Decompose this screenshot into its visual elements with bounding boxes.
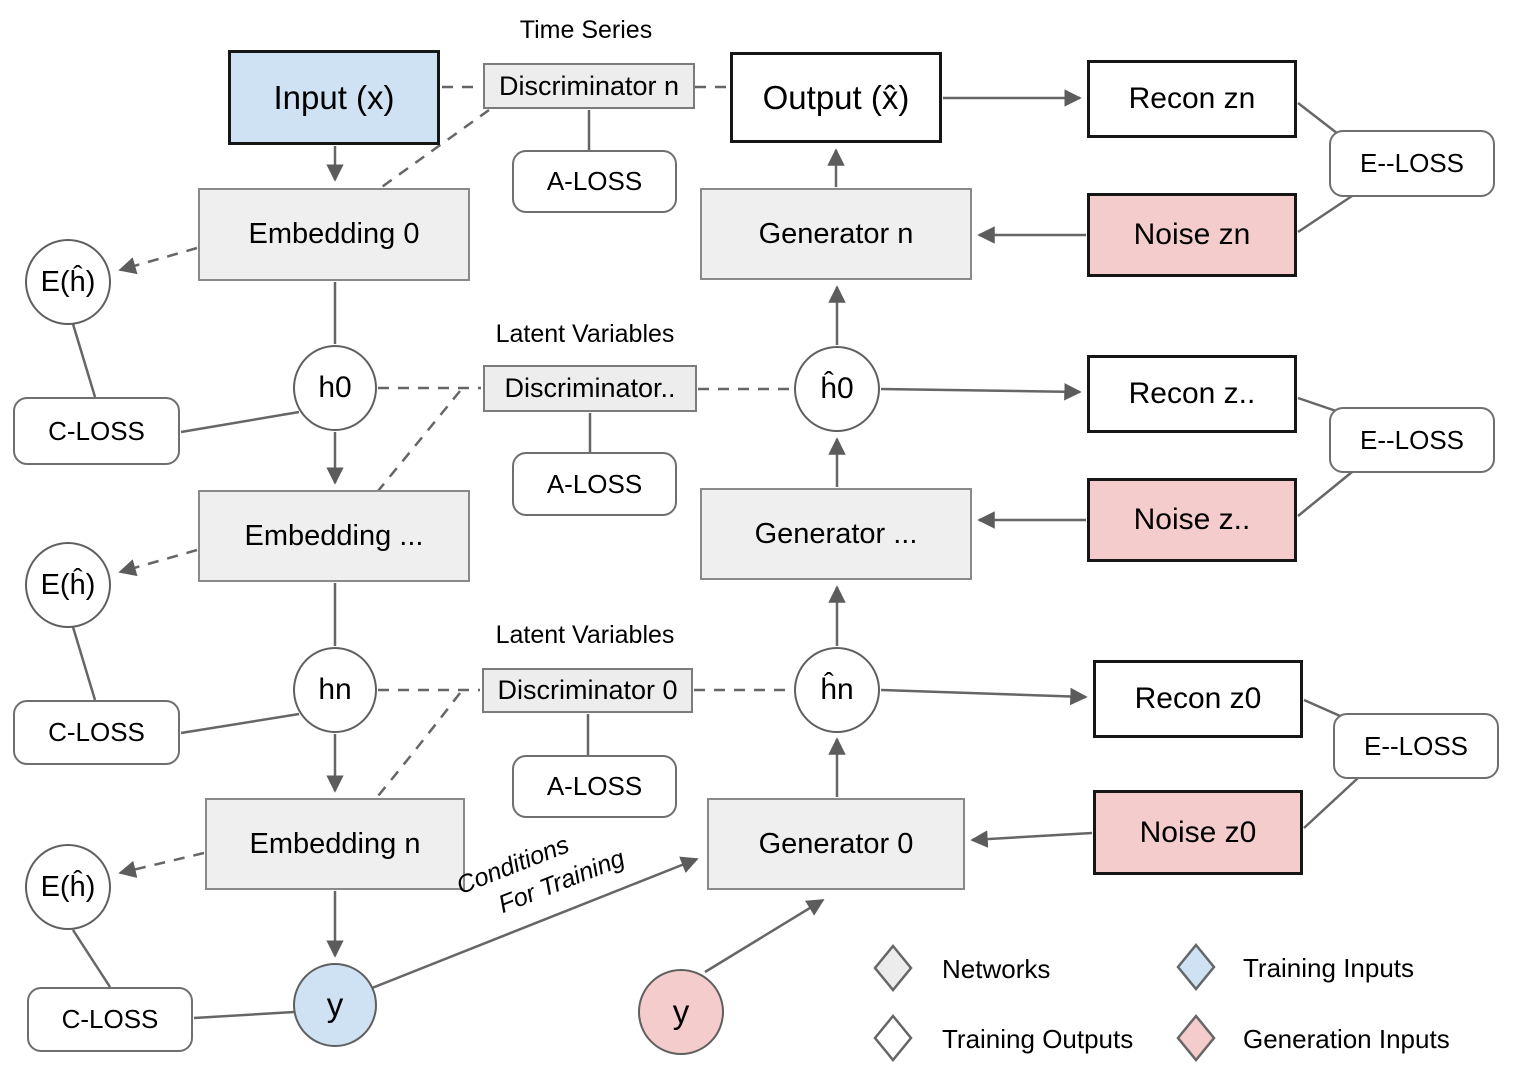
dashed-curve-disc-n-to-embedding0: [378, 108, 490, 191]
dashed-arrow-embedding-mid-to-eh: [118, 548, 198, 577]
h0-node: h0: [293, 345, 377, 431]
arrow-hhatn-to-recon-z0: [880, 687, 1088, 706]
link-eh-top-to-closs: [71, 323, 97, 398]
c-loss-top-node: C-LOSS: [13, 397, 180, 465]
legend-training-inputs-label: Training Inputs: [1243, 953, 1415, 983]
y-training-node: y: [293, 963, 377, 1047]
discriminator-mid-node: Discriminator..: [483, 365, 697, 412]
link-hn-to-closs: [180, 712, 300, 735]
embedding-n-node: Embedding n: [205, 798, 465, 890]
arrow-noise-z0-to-generator-0: [970, 830, 1093, 848]
output-node: Output (x̂): [730, 52, 942, 143]
recon-z-mid-node: Recon z..: [1087, 355, 1297, 433]
link-eh-bottom-to-closs: [71, 929, 112, 988]
link-noise-zmid-to-eloss: [1297, 471, 1353, 517]
expected-h-top-node: E(ĥ): [25, 239, 111, 325]
arrow-y-generation-to-generator-0: [704, 898, 825, 974]
arrow-y-training-to-generator-0: [371, 856, 699, 990]
a-loss-bottom-node: A-LOSS: [512, 755, 677, 818]
time-series-label: Time Series: [519, 16, 653, 44]
c-loss-bottom-node: C-LOSS: [27, 987, 193, 1052]
expected-h-mid-node: E(ĥ): [25, 542, 111, 628]
generator-0-node: Generator 0: [707, 798, 965, 890]
e-loss-top-node: E--LOSS: [1329, 130, 1495, 197]
h-hat-n-node: ĥn: [794, 647, 880, 733]
link-y-training-to-closs: [193, 1010, 295, 1020]
h-hat-0-node: ĥ0: [794, 346, 880, 432]
link-noise-zn-to-eloss: [1297, 194, 1353, 234]
e-loss-bottom-node: E--LOSS: [1333, 713, 1499, 779]
arrow-hhat0-to-recon-zmid: [880, 383, 1082, 401]
noise-z-mid-node: Noise z..: [1087, 478, 1297, 562]
dashed-arrow-embedding-n-to-eh: [118, 851, 205, 878]
embedding-0-node: Embedding 0: [198, 188, 470, 281]
input-node: Input (x): [228, 50, 440, 145]
y-generation-node: y: [638, 969, 724, 1055]
discriminator-n-node: Discriminator n: [483, 63, 695, 109]
training-outputs-diamond-icon: [873, 1014, 913, 1062]
link-h0-to-closs: [180, 410, 300, 434]
legend-training-outputs-label: Training Outputs: [942, 1024, 1134, 1054]
noise-z0-node: Noise z0: [1093, 790, 1303, 875]
networks-diamond-icon: [873, 944, 913, 992]
dashed-curve-disc-0-to-embedding-n: [377, 692, 461, 797]
recon-z0-node: Recon z0: [1093, 660, 1303, 738]
embedding-mid-node: Embedding ...: [198, 490, 470, 582]
legend-networks-label: Networks: [942, 954, 1051, 984]
recon-zn-node: Recon zn: [1087, 60, 1297, 138]
e-loss-mid-node: E--LOSS: [1329, 407, 1495, 473]
latent-variables-label-bottom: Latent Variables: [495, 621, 675, 649]
discriminator-0-node: Discriminator 0: [482, 668, 693, 713]
generator-n-node: Generator n: [700, 188, 972, 280]
generator-mid-node: Generator ...: [700, 488, 972, 580]
noise-zn-node: Noise zn: [1087, 193, 1297, 277]
a-loss-mid-node: A-LOSS: [512, 452, 677, 516]
dashed-curve-disc-mid-to-embedding-mid: [377, 390, 461, 492]
a-loss-top-node: A-LOSS: [512, 150, 677, 213]
generation-inputs-diamond-icon: [1176, 1014, 1216, 1062]
expected-h-bottom-node: E(ĥ): [25, 844, 111, 930]
hn-node: hn: [293, 647, 377, 733]
dashed-arrow-embedding0-to-eh: [118, 246, 198, 275]
training-inputs-diamond-icon: [1176, 943, 1216, 991]
legend-generation-inputs-label: Generation Inputs: [1243, 1024, 1450, 1054]
c-loss-mid-node: C-LOSS: [13, 700, 180, 765]
latent-variables-label-top: Latent Variables: [495, 320, 675, 348]
link-noise-z0-to-eloss: [1303, 777, 1359, 829]
link-eh-mid-to-closs: [71, 626, 97, 701]
